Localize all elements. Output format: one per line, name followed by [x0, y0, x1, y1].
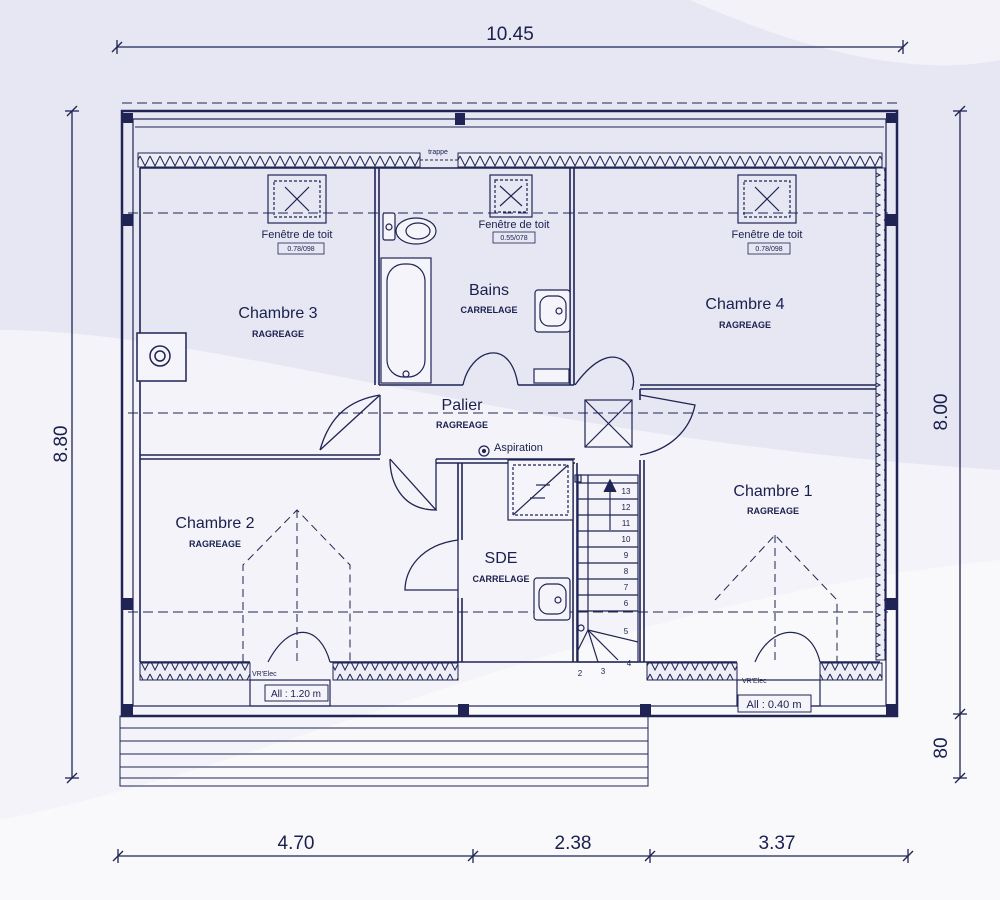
stair-step-13: 13	[622, 487, 631, 496]
room-chambre-2-name: Chambre 2	[175, 515, 254, 532]
attic-hatch-icon	[584, 399, 633, 448]
dimension-right-small-label: 80	[931, 737, 952, 758]
aspiration-label: Aspiration	[494, 442, 543, 454]
dimension-left	[65, 105, 79, 784]
roof-overhang	[122, 102, 898, 613]
vr-elec-left-label: VR'Elec	[252, 671, 277, 678]
dimension-right-label: 8.00	[931, 394, 952, 431]
roof-window-center-label: Fenêtre de toit	[479, 219, 550, 231]
stair-step-7: 7	[624, 583, 629, 592]
roof-window-left-label: Fenêtre de toit	[262, 229, 333, 241]
dimension-bottom-2-label: 2.38	[555, 833, 592, 854]
boiler-icon	[136, 332, 187, 382]
dimension-top	[111, 40, 909, 54]
dimension-bottom-1-label: 4.70	[278, 833, 315, 854]
roof-window-left-size: 0.78/098	[287, 246, 314, 253]
room-chambre-3-finish: RAGREAGE	[252, 329, 304, 339]
interior-walls	[139, 167, 880, 663]
room-sde-finish: CARRELAGE	[472, 574, 529, 584]
staircase	[574, 474, 639, 663]
room-chambre-1-name: Chambre 1	[733, 483, 812, 500]
room-bains-name: Bains	[469, 282, 509, 299]
allege-right-label: All : 0.40 m	[746, 699, 801, 711]
trappe-label: trappe	[428, 149, 448, 156]
room-palier-name: Palier	[442, 397, 484, 414]
insulation	[137, 152, 886, 681]
balcony	[119, 715, 649, 787]
bains-sink-icon	[533, 289, 571, 384]
stair-step-10: 10	[622, 535, 631, 544]
dimension-bottom	[112, 849, 914, 863]
stair-step-6: 6	[624, 599, 629, 608]
room-chambre-1-finish: RAGREAGE	[747, 506, 799, 516]
skylight-arrows	[242, 509, 838, 662]
stair-step-2: 2	[578, 669, 583, 678]
window-alcoves	[249, 631, 821, 707]
roof-window-left-icon	[267, 174, 327, 224]
room-bains-finish: CARRELAGE	[460, 305, 517, 315]
dimension-right	[953, 105, 967, 784]
stair-step-11: 11	[622, 519, 631, 528]
dimension-bottom-3-label: 3.37	[759, 833, 796, 854]
bathtub-icon	[380, 257, 432, 384]
room-palier-finish: RAGREAGE	[436, 420, 488, 430]
stair-step-4: 4	[627, 659, 632, 668]
doors	[319, 352, 696, 598]
wall-posts	[122, 113, 897, 716]
stair-step-3: 3	[601, 667, 606, 676]
room-chambre-4-finish: RAGREAGE	[719, 320, 771, 330]
shower-icon	[507, 459, 574, 521]
roof-window-center-icon	[489, 174, 533, 218]
room-chambre-2-finish: RAGREAGE	[189, 539, 241, 549]
vr-elec-right-label: VR'Elec	[742, 678, 767, 685]
sde-sink-icon	[533, 577, 571, 621]
dimension-top-label: 10.45	[486, 24, 534, 45]
toilet-icon	[382, 212, 437, 245]
stair-step-8: 8	[624, 567, 629, 576]
roof-window-right-label: Fenêtre de toit	[732, 229, 803, 241]
room-sde-name: SDE	[485, 550, 518, 567]
room-chambre-4-name: Chambre 4	[705, 296, 784, 313]
roof-window-center-size: 0.55/078	[500, 235, 527, 242]
allege-left-label: All : 1.20 m	[271, 689, 321, 700]
stair-step-12: 12	[622, 503, 631, 512]
dimension-left-label: 8.80	[51, 426, 72, 463]
aspiration-icon	[478, 445, 490, 457]
roof-window-right-icon	[737, 174, 797, 224]
stair-step-5: 5	[624, 627, 629, 636]
stair-step-9: 9	[624, 551, 629, 560]
roof-window-right-size: 0.78/098	[755, 246, 782, 253]
room-chambre-3-name: Chambre 3	[238, 305, 317, 322]
